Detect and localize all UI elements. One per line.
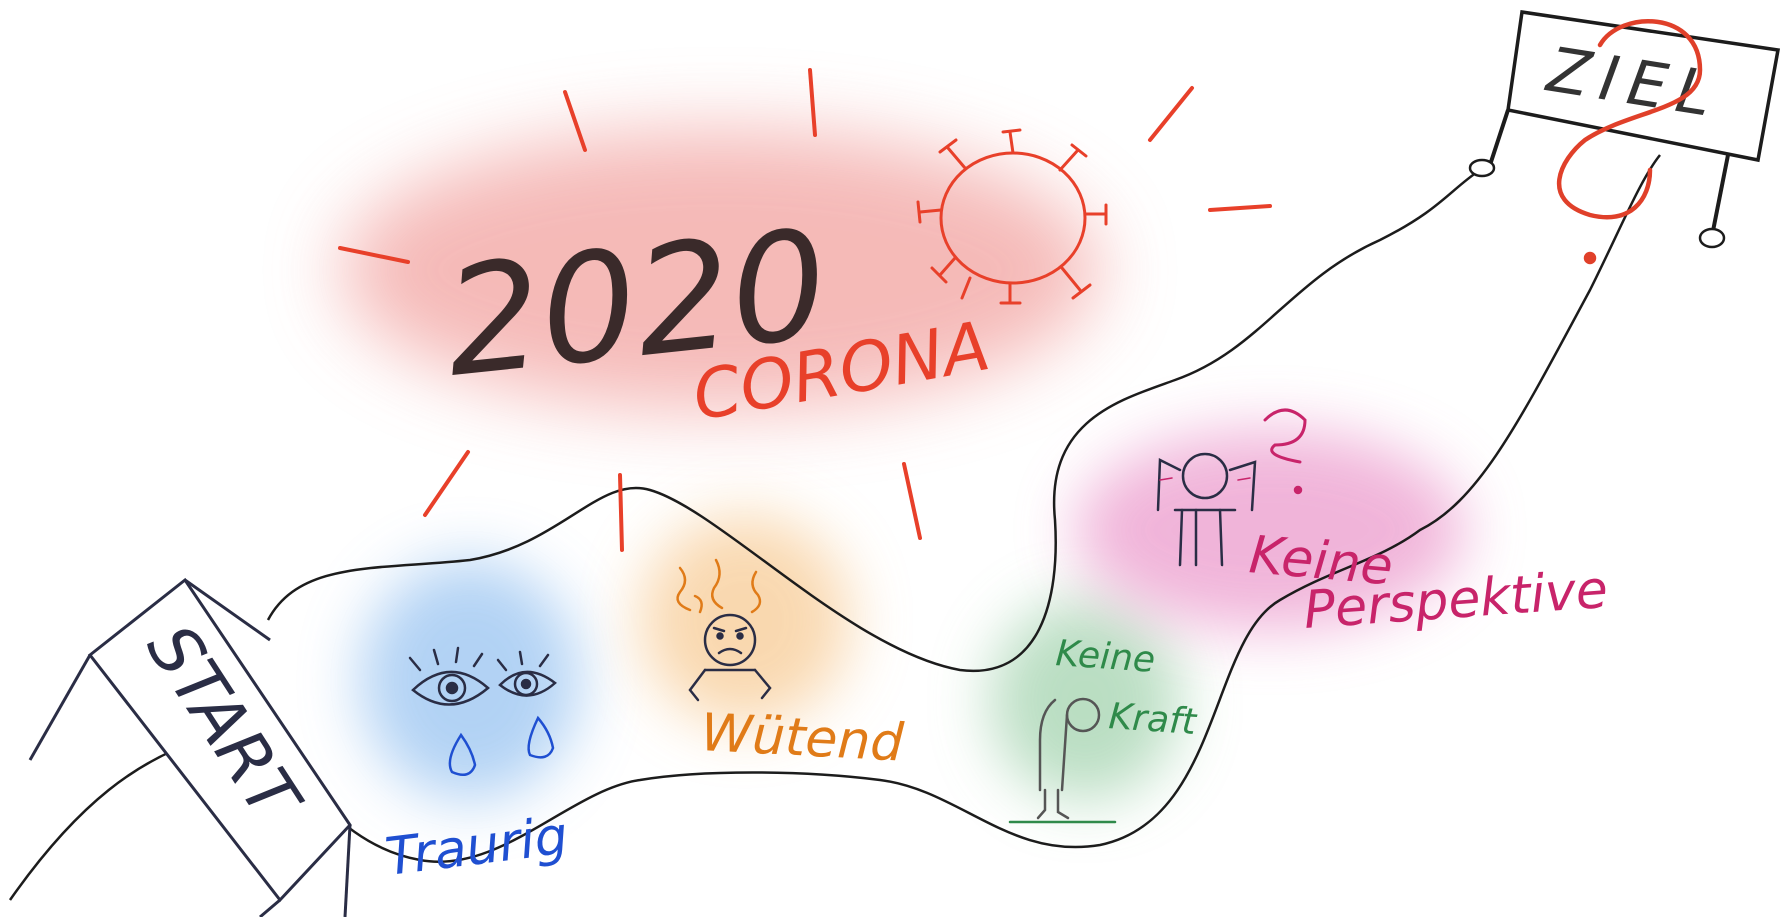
crying-eyes-icon <box>408 646 557 777</box>
angry-face-icon <box>676 558 772 702</box>
corona-rays <box>338 68 1272 552</box>
tired-figure-icon <box>1008 697 1117 824</box>
sad-glow <box>360 560 580 800</box>
station-sad-label: Traurig <box>382 806 571 888</box>
year-label: 2020 <box>437 198 835 411</box>
finish-banner: ZIEL <box>1468 10 1781 249</box>
question-mark-icon <box>1557 19 1703 265</box>
start-banner: START <box>28 577 352 917</box>
perspective-glow <box>1075 430 1465 630</box>
station-tired-label-line2: Kraft <box>1107 696 1199 743</box>
corona-glow <box>340 130 1100 410</box>
station-tired-label-line1: Keine <box>1054 633 1156 681</box>
station-angry-label: Wütend <box>699 703 906 774</box>
virus-icon <box>916 128 1108 305</box>
station-perspective-label-line1: Keine <box>1247 525 1395 597</box>
confused-figure-icon <box>1156 408 1307 567</box>
road-upper-edge <box>266 168 1481 673</box>
